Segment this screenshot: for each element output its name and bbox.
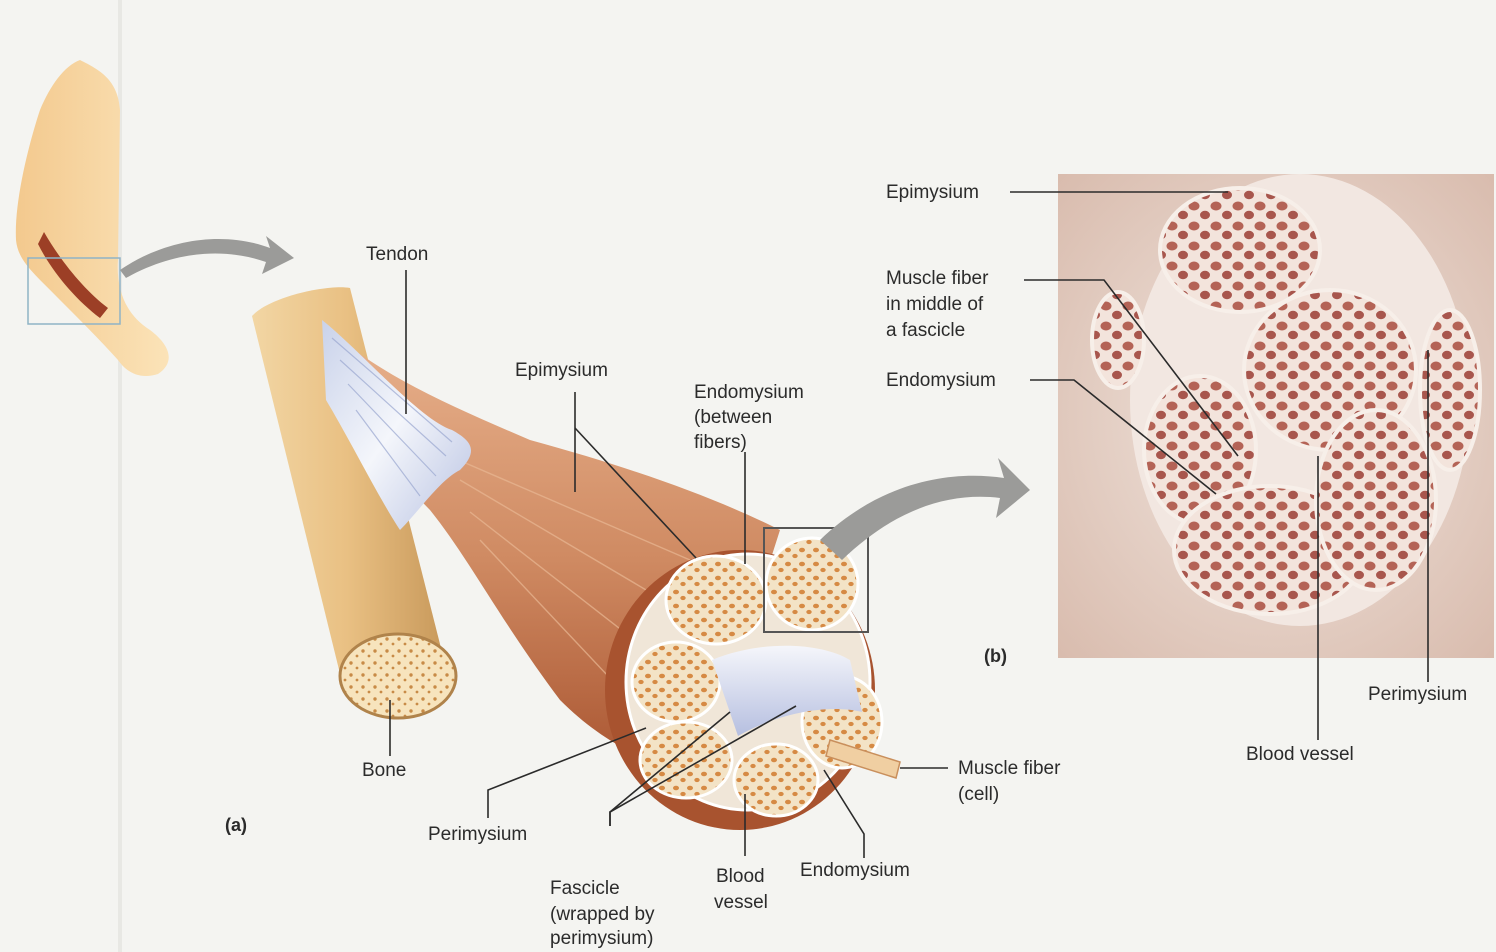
label-fascicle: Fascicle xyxy=(550,876,620,902)
stained-fascicle xyxy=(1160,188,1320,312)
fascicle xyxy=(666,556,766,644)
label-epimysium-b: Epimysium xyxy=(886,180,979,206)
label-bone: Bone xyxy=(362,758,406,784)
panel-label-b: (b) xyxy=(984,643,1007,669)
stained-fascicle xyxy=(1316,410,1436,590)
label-endomysium-between: (between xyxy=(694,405,772,431)
label-blood-vessel-a: Blood xyxy=(716,864,765,890)
label-tendon: Tendon xyxy=(366,242,428,268)
arm-icon xyxy=(16,60,169,376)
curved-arrow-icon xyxy=(820,458,1030,560)
stained-fascicle xyxy=(1092,292,1144,388)
label-muscle-fiber-cell: Muscle fiber xyxy=(958,756,1060,782)
label-muscle-fiber-middle: a fascicle xyxy=(886,318,965,344)
curved-arrow-icon xyxy=(120,236,294,278)
label-blood-vessel-a: vessel xyxy=(714,890,768,916)
stained-fascicle xyxy=(1420,310,1480,470)
fascicle xyxy=(632,642,720,722)
label-endomysium-b: Endomysium xyxy=(886,368,996,394)
label-endomysium-a: Endomysium xyxy=(800,858,910,884)
label-epimysium-a: Epimysium xyxy=(515,358,608,384)
label-endomysium-between: fibers) xyxy=(694,430,747,456)
label-fascicle: (wrapped by xyxy=(550,902,655,928)
label-perimysium-a: Perimysium xyxy=(428,822,527,848)
label-fascicle: perimysium) xyxy=(550,926,653,952)
label-muscle-fiber-cell: (cell) xyxy=(958,782,999,808)
label-perimysium-b: Perimysium xyxy=(1368,682,1467,708)
label-blood-vessel-b: Blood vessel xyxy=(1246,742,1354,768)
panel-label-a: (a) xyxy=(225,812,247,838)
label-muscle-fiber-middle: in middle of xyxy=(886,292,983,318)
fascicle xyxy=(734,744,818,816)
label-muscle-fiber-middle: Muscle fiber xyxy=(886,266,988,292)
label-endomysium-between: Endomysium xyxy=(694,380,804,406)
